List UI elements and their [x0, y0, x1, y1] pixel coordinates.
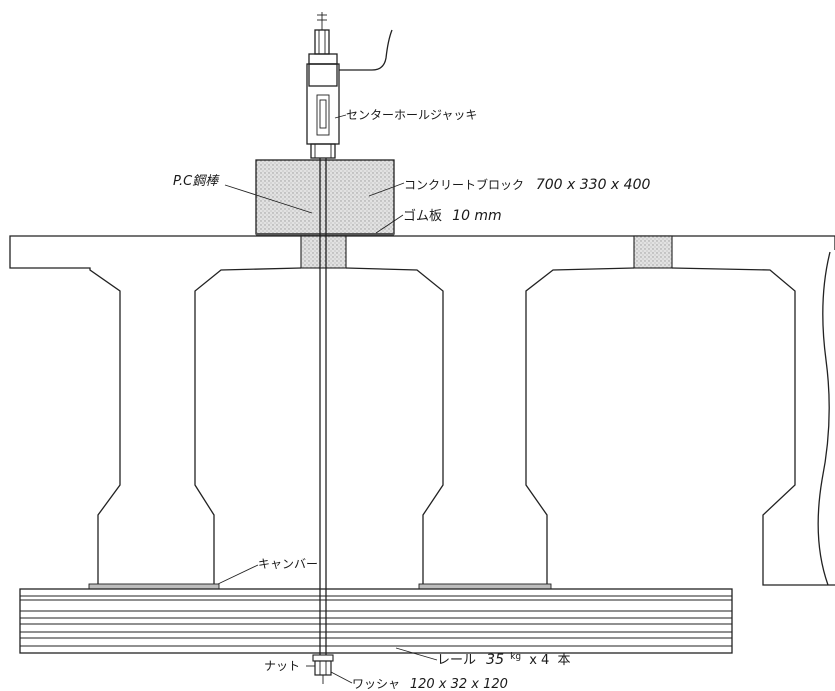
girder-deck: [9, 235, 835, 586]
center-hole-jack: [306, 12, 393, 159]
rail-quantity: x 4: [529, 653, 549, 668]
concrete-block-name: コンクリートブロック: [404, 177, 524, 192]
camber-label: キャンバー: [258, 557, 318, 571]
concrete-block: [255, 159, 395, 235]
jack-label: センターホールジャッキ: [346, 108, 477, 122]
rail-name: レール: [437, 653, 476, 668]
rail-weight: 35: [486, 652, 504, 668]
concrete-block-dims: 700 x 330 x 400: [536, 177, 651, 193]
pc-steel-bar: [319, 158, 327, 672]
shear-key-right: [633, 235, 673, 269]
rubber-plate: [256, 233, 394, 236]
nut-and-washer: [312, 654, 334, 684]
rubber-plate-label: ゴム板 10 mm: [403, 208, 502, 224]
washer-name: ワッシャ: [352, 677, 400, 691]
nut-label: ナット: [264, 659, 300, 673]
washer-label: ワッシャ 120 x 32 x 120: [352, 677, 508, 691]
washer-dims: 120 x 32 x 120: [410, 677, 508, 691]
pc-bar-label: P.C鋼棒: [173, 174, 220, 189]
rail-bundle: [19, 588, 733, 654]
rail-count-suffix: 本: [557, 653, 570, 668]
rail-weight-unit: kg: [510, 652, 521, 662]
shear-key-left: [300, 235, 347, 269]
rail-label: レール 35 kg x 4 本: [437, 648, 570, 668]
camber-plate-2: [418, 583, 552, 590]
rubber-plate-name: ゴム板: [403, 208, 442, 224]
camber-plate-1: [88, 583, 220, 590]
concrete-block-label: コンクリートブロック 700 x 330 x 400: [404, 177, 650, 193]
rubber-plate-dims: 10 mm: [452, 208, 502, 224]
leader-lines: [217, 114, 438, 684]
